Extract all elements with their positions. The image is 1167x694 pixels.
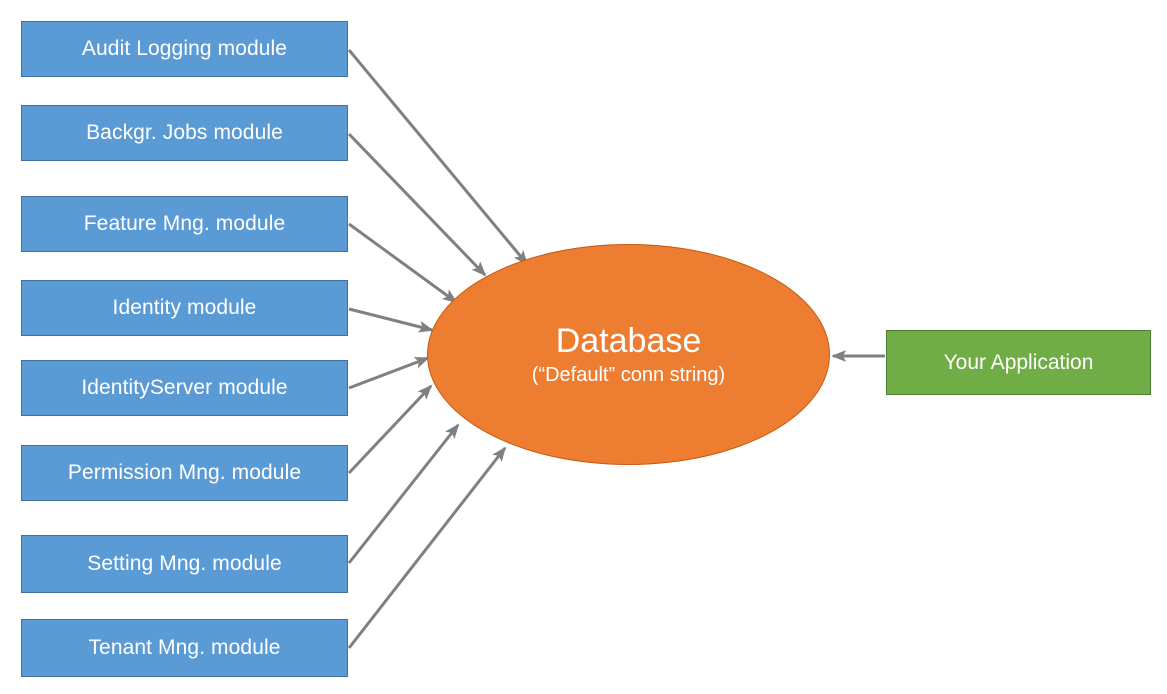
module-label: Audit Logging module bbox=[81, 37, 288, 61]
arrow-identityserver-to-database bbox=[348, 356, 430, 390]
module-box[interactable]: Permission Mng. module bbox=[21, 445, 348, 501]
application-box[interactable]: Your Application bbox=[886, 330, 1151, 395]
module-box[interactable]: Setting Mng. module bbox=[21, 535, 348, 593]
database-ellipse[interactable]: Database (“Default” conn string) bbox=[427, 244, 830, 465]
arrow-background-jobs-to-database bbox=[347, 132, 487, 277]
arrow-feature-mng-to-database bbox=[348, 222, 458, 304]
arrow-setting-mng-to-database bbox=[347, 423, 460, 564]
database-subtitle: (“Default” conn string) bbox=[531, 363, 726, 386]
application-label: Your Application bbox=[943, 350, 1094, 374]
arrow-tenant-mng-to-database bbox=[347, 446, 507, 649]
arrow-identity-to-database bbox=[348, 307, 434, 333]
module-box[interactable]: IdentityServer module bbox=[21, 360, 348, 416]
module-box[interactable]: Tenant Mng. module bbox=[21, 619, 348, 677]
module-label: Setting Mng. module bbox=[87, 552, 282, 576]
arrow-audit-logging-to-database bbox=[347, 49, 529, 266]
module-box[interactable]: Identity module bbox=[21, 280, 348, 336]
module-label: Feature Mng. module bbox=[83, 212, 286, 236]
module-label: Identity module bbox=[112, 296, 257, 320]
arrow-permission-mng-to-database bbox=[347, 384, 433, 475]
module-label: Permission Mng. module bbox=[67, 461, 302, 485]
module-label: Tenant Mng. module bbox=[88, 636, 281, 660]
module-box[interactable]: Feature Mng. module bbox=[21, 196, 348, 252]
module-label: Backgr. Jobs module bbox=[86, 121, 283, 145]
module-box[interactable]: Audit Logging module bbox=[21, 21, 348, 77]
module-label: IdentityServer module bbox=[81, 376, 288, 400]
database-title: Database bbox=[555, 322, 702, 361]
module-box[interactable]: Backgr. Jobs module bbox=[21, 105, 348, 161]
